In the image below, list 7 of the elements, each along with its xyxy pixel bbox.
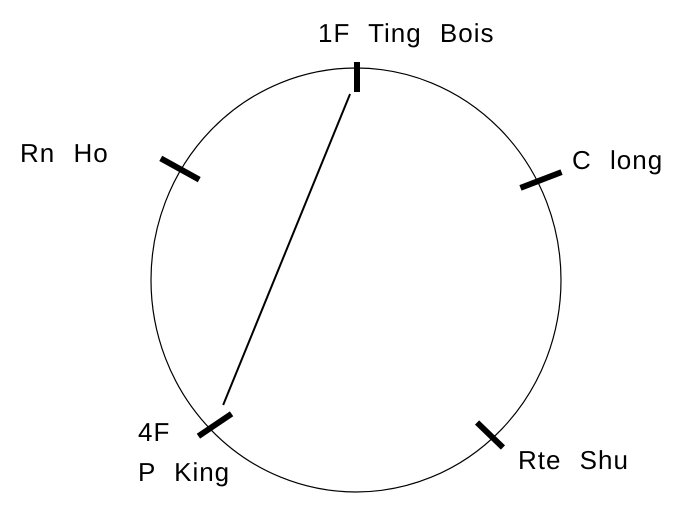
station-label: C long xyxy=(572,145,664,175)
station-label: 1F Ting Bois xyxy=(318,18,495,48)
station-label: Rn Ho xyxy=(20,138,109,168)
station-label: Rte Shu xyxy=(518,445,629,475)
station-label: P King xyxy=(138,457,230,487)
connector-line xyxy=(222,94,351,406)
station-label: 4F xyxy=(138,417,170,447)
